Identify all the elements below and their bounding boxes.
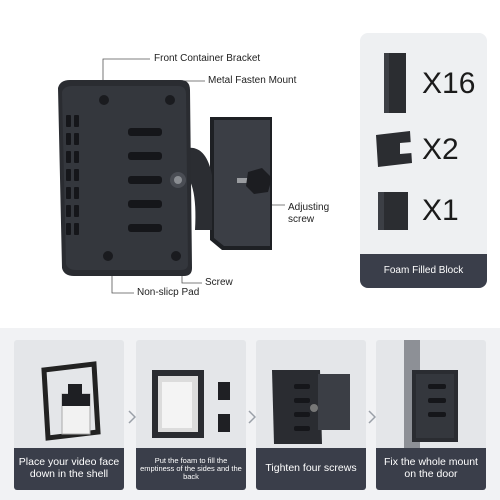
foam-block-notched-icon xyxy=(376,131,412,167)
foam-block-square-icon xyxy=(378,192,408,230)
step-2: Put the foam to fill the emptiness of th… xyxy=(136,340,246,490)
foam-block-tall-icon xyxy=(384,53,406,113)
foam-caption: Foam Filled Block xyxy=(360,254,487,288)
foam-item: X16 xyxy=(360,51,487,113)
step-1-caption: Place your video face down in the shell xyxy=(14,448,124,490)
foam-quantity: X1 xyxy=(422,194,459,227)
step-3-image xyxy=(272,370,350,444)
foam-item: X2 xyxy=(360,127,487,187)
step-4-caption: Fix the whole mount on the door xyxy=(376,448,486,490)
non-slip-pad-label: Non-slicp Pad xyxy=(137,287,200,298)
product-diagram: Front Container Bracket Metal Fasten Mou… xyxy=(0,0,340,320)
metal-fasten-mount-label: Metal Fasten Mount xyxy=(208,75,297,86)
step-3: Tighten four screws xyxy=(256,340,366,490)
adjusting-screw-label: Adjusting screw xyxy=(288,202,330,225)
chevron-right-icon xyxy=(248,410,256,424)
foam-quantity: X2 xyxy=(422,133,459,166)
mount-illustration xyxy=(58,58,285,294)
front-container-bracket-label: Front Container Bracket xyxy=(154,53,261,64)
chevron-right-icon xyxy=(368,410,376,424)
screw-label: Screw xyxy=(205,277,233,288)
step-2-image xyxy=(152,370,230,438)
foam-block-panel: X16 X2 X1 Foam Filled Block xyxy=(360,33,487,288)
step-4: Fix the whole mount on the door xyxy=(376,340,486,490)
foam-quantity: X16 xyxy=(422,67,476,100)
step-4-image xyxy=(404,340,458,448)
foam-item: X1 xyxy=(360,188,487,248)
chevron-right-icon xyxy=(128,410,136,424)
step-1: Place your video face down in the shell xyxy=(14,340,124,490)
step-2-caption: Put the foam to fill the emptiness of th… xyxy=(136,448,246,490)
step-1-image xyxy=(41,361,101,441)
step-3-caption: Tighten four screws xyxy=(256,448,366,490)
